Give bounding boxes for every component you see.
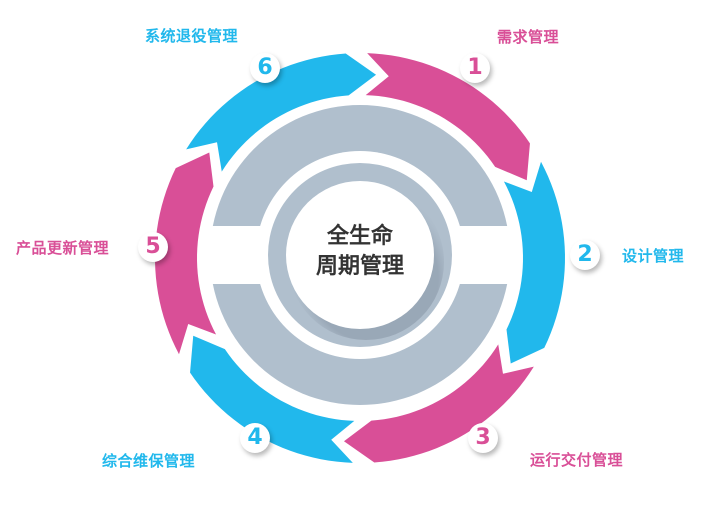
center-title: 全生命 周期管理 [285,222,435,282]
stage-badge-1: 1 [460,53,490,83]
arrow-segment-2 [503,161,565,364]
stage-badge-6: 6 [250,53,280,83]
center-disk [286,181,434,329]
arrow-segment-1 [365,53,530,181]
stage-badge-5: 5 [138,232,168,262]
stage-badge-2: 2 [570,240,600,270]
stage-label-5: 产品更新管理 [16,239,110,257]
arrow-segment-4 [190,335,355,463]
center-title-line1: 全生命 [326,224,393,249]
stage-label-3: 运行交付管理 [530,451,624,469]
stage-label-1: 需求管理 [497,28,560,46]
arrow-segment-6 [186,53,377,172]
arrow-ring [155,53,565,463]
stage-badge-3: 3 [468,423,498,453]
stage-label-4: 综合维保管理 [102,452,196,470]
stage-label-2: 设计管理 [622,247,685,265]
stage-label-6: 系统退役管理 [145,27,239,45]
stage-badge-4: 4 [240,423,270,453]
arrow-segment-3 [343,344,534,463]
arrow-segment-5 [155,152,217,355]
center-title-line2: 周期管理 [315,254,404,279]
